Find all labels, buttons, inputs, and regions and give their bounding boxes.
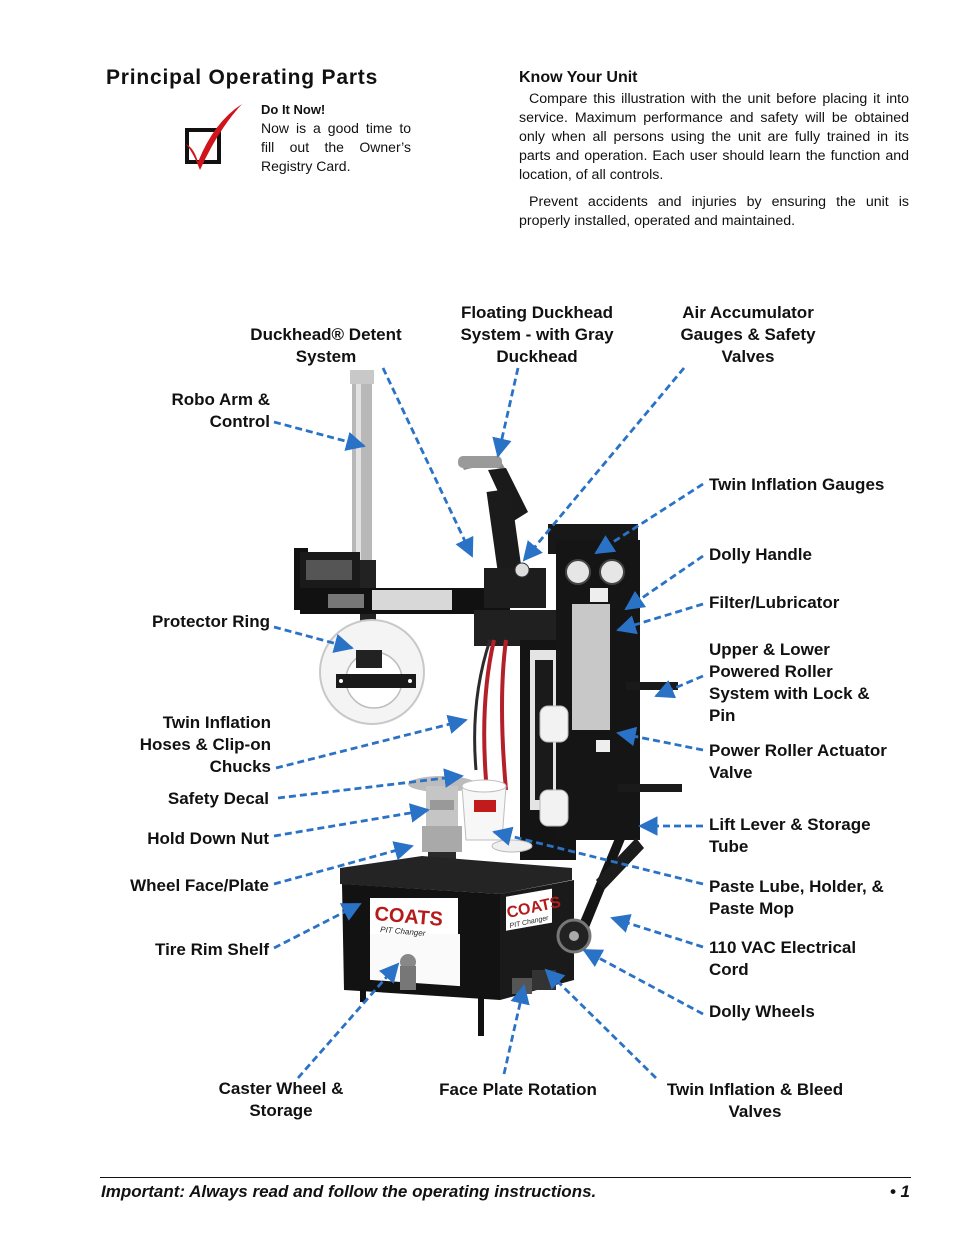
section-title: Principal Operating Parts xyxy=(106,66,379,89)
label-line: 110 VAC Electrical xyxy=(709,938,857,957)
label-line: Hold Down Nut xyxy=(147,829,269,848)
label-floating-duckhead: Floating Duckhead System - with Gray Duc… xyxy=(440,302,634,368)
label-line: Tube xyxy=(709,837,749,856)
protector-ring xyxy=(319,619,425,725)
label-line: Filter/Lubricator xyxy=(709,593,840,612)
label-line: Power Roller Actuator xyxy=(709,741,887,760)
label-electrical-cord: 110 VAC Electrical Cord xyxy=(709,937,856,981)
label-line: Paste Mop xyxy=(709,899,795,918)
label-line: Safety Decal xyxy=(167,789,269,808)
label-line: Gauges & Safety xyxy=(680,325,816,344)
robo-arm xyxy=(294,548,510,614)
label-twin-gauges: Twin Inflation Gauges xyxy=(709,474,884,496)
label-line: Cord xyxy=(709,960,749,979)
label-line: Floating Duckhead xyxy=(460,303,614,322)
label-face-plate-rotation: Face Plate Rotation xyxy=(420,1079,616,1101)
label-robo-arm: Robo Arm & Control xyxy=(120,389,270,433)
dolly xyxy=(556,812,644,954)
do-it-now-body: Now is a good time to fill out the Owner… xyxy=(261,120,411,174)
label-duckhead-detent: Duckhead® Detent System xyxy=(232,324,420,368)
label-safety-decal: Safety Decal xyxy=(100,788,269,810)
right-column xyxy=(539,524,682,840)
label-caster-wheel: Caster Wheel & Storage xyxy=(196,1078,366,1122)
label-line: Duckhead xyxy=(496,347,578,366)
label-line: Lift Lever & Storage xyxy=(709,815,871,834)
cabinet: COATS PIT Changer COATS PIT Changer xyxy=(340,856,574,1036)
label-line: System xyxy=(295,347,357,366)
label-line: Dolly Wheels xyxy=(709,1002,815,1021)
label-line: Twin Inflation xyxy=(162,713,271,732)
label-line: Wheel Face/Plate xyxy=(130,876,269,895)
label-line: Twin Inflation & Bleed xyxy=(666,1080,844,1099)
label-line: Tire Rim Shelf xyxy=(155,940,269,959)
know-your-unit-body: Compare this illustration with the unit … xyxy=(519,90,909,239)
label-line: Chucks xyxy=(209,757,271,776)
label-line: Face Plate Rotation xyxy=(439,1080,597,1099)
label-power-roller-valve: Power Roller Actuator Valve xyxy=(709,740,887,784)
label-lift-lever: Lift Lever & Storage Tube xyxy=(709,814,871,858)
label-line: Pin xyxy=(709,706,736,725)
label-filter-lubricator: Filter/Lubricator xyxy=(709,592,839,614)
paste-bucket xyxy=(461,779,533,853)
label-line: Valve xyxy=(709,763,753,782)
label-wheel-face: Wheel Face/Plate xyxy=(100,875,269,897)
label-line: Storage xyxy=(249,1101,313,1120)
know-your-unit-paragraph: Compare this illustration with the unit … xyxy=(519,91,909,183)
duckhead xyxy=(458,456,528,576)
label-line: Powered Roller xyxy=(709,662,833,681)
label-line: System - with Gray xyxy=(460,325,614,344)
label-line: Air Accumulator xyxy=(682,303,814,322)
label-line: Duckhead® Detent xyxy=(250,325,402,344)
label-air-accumulator: Air Accumulator Gauges & Safety Valves xyxy=(660,302,836,368)
model-logo-left: PIT Changer xyxy=(380,925,426,938)
footer-rule xyxy=(100,1177,911,1178)
label-line: Twin Inflation Gauges xyxy=(709,475,885,494)
label-line: Caster Wheel & xyxy=(218,1079,344,1098)
label-protector-ring: Protector Ring xyxy=(100,611,270,633)
label-line: Upper & Lower xyxy=(709,640,830,659)
checkmark-icon xyxy=(186,104,242,170)
label-hold-down-nut: Hold Down Nut xyxy=(100,828,269,850)
label-line: System with Lock & xyxy=(709,684,870,703)
label-line: Protector Ring xyxy=(151,612,270,631)
label-line: Robo Arm & xyxy=(171,390,270,409)
label-upper-lower-roller: Upper & Lower Powered Roller System with… xyxy=(709,639,870,727)
label-twin-hoses: Twin Inflation Hoses & Clip-on Chucks xyxy=(100,712,271,778)
know-your-unit-paragraph: Prevent accidents and injuries by ensuri… xyxy=(519,194,909,229)
label-paste-lube: Paste Lube, Holder, & Paste Mop xyxy=(709,876,884,920)
know-your-unit-title: Know Your Unit xyxy=(519,69,638,86)
label-line: Dolly Handle xyxy=(709,545,812,564)
label-tire-rim-shelf: Tire Rim Shelf xyxy=(100,939,269,961)
label-dolly-handle: Dolly Handle xyxy=(709,544,812,566)
page-number: • 1 xyxy=(889,1182,910,1201)
label-dolly-wheels: Dolly Wheels xyxy=(709,1001,815,1023)
footer-note: Important: Always read and follow the op… xyxy=(101,1182,597,1201)
turntable xyxy=(408,776,476,882)
do-it-now-title: Do It Now! xyxy=(261,102,326,117)
label-line: Paste Lube, Holder, & xyxy=(709,877,884,896)
label-twin-inflation-bleed: Twin Inflation & Bleed Valves xyxy=(650,1079,860,1123)
label-line: Valves xyxy=(721,347,775,366)
label-line: Hoses & Clip-on xyxy=(139,735,271,754)
label-line: Valves xyxy=(728,1102,782,1121)
label-line: Control xyxy=(209,412,270,431)
